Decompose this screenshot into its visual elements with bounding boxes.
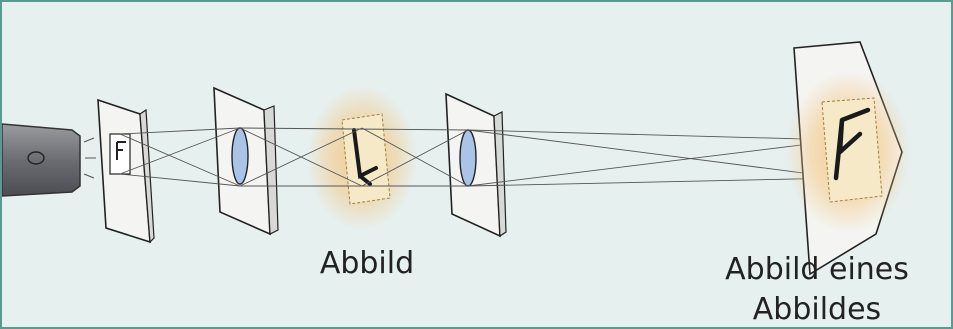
- projection-screen: [786, 41, 910, 276]
- final-image-label-line-2: Abbildes: [752, 292, 882, 327]
- light-rays: [119, 127, 843, 187]
- final-image-label-line-1: Abbild eines: [725, 252, 909, 287]
- object-slide: [97, 98, 155, 244]
- intermediate-image-label: Abbild: [319, 246, 415, 281]
- lamp-icon: [2, 123, 96, 197]
- lens-1: [213, 86, 279, 236]
- final-image-label: Abbild eines Abbildes: [692, 250, 942, 327]
- lens-2: [445, 92, 507, 238]
- intermediate-image: [307, 86, 417, 230]
